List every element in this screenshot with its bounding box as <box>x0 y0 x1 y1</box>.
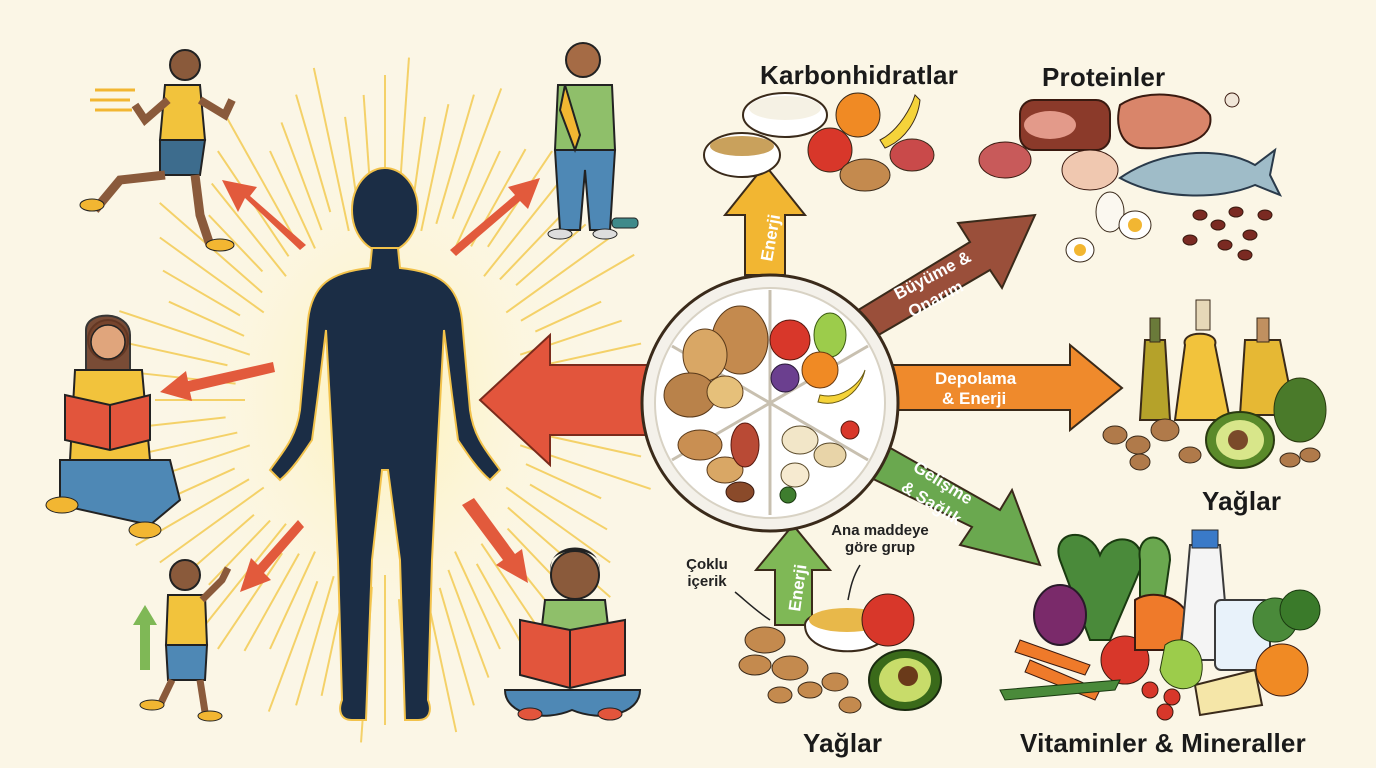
arrow-proteins <box>848 213 1037 342</box>
glow-ray <box>499 214 562 281</box>
arrow-fats <box>884 342 1124 433</box>
plate-tubers <box>677 422 760 503</box>
label-carbohydrates: Karbonhidratlar <box>760 60 959 90</box>
dressing-child-figure <box>547 42 639 240</box>
glow-ray <box>128 342 228 367</box>
carbs-foods <box>703 92 935 192</box>
glow-ray <box>159 486 265 564</box>
glow-ray <box>454 551 501 650</box>
glow-ray <box>534 300 602 333</box>
vitamin-foods <box>999 529 1321 721</box>
glow-ray <box>438 587 475 706</box>
glow-ray <box>529 483 608 531</box>
glow-ray <box>451 88 503 220</box>
plate-to-body-arrow <box>478 332 651 468</box>
group-callout-pointer <box>847 564 861 601</box>
arrow-to-reader-woman <box>160 362 275 401</box>
glow-ray <box>208 519 271 586</box>
glow-ray <box>447 569 490 678</box>
arrow-to-runner <box>222 180 306 250</box>
callout-pointers <box>734 564 861 621</box>
label-fats-right: Yağlar <box>1202 486 1282 516</box>
glow-ray <box>226 117 295 237</box>
runner-figure <box>79 49 236 252</box>
callout-group-line2: göre grup <box>845 539 915 556</box>
glow-ray <box>542 433 642 458</box>
arrow-carbs <box>722 163 808 276</box>
glow-ray <box>119 310 251 356</box>
glow-ray <box>295 94 332 213</box>
glow-ray <box>435 94 475 225</box>
glow-ray <box>243 553 300 652</box>
glow-ray <box>312 67 350 232</box>
arrow-to-dressing-child <box>450 178 540 256</box>
glow-ray <box>505 236 611 314</box>
glow-ray <box>525 463 602 500</box>
glow-ray <box>267 580 319 712</box>
glow-ray <box>295 575 335 706</box>
human-silhouette <box>268 167 502 721</box>
callout-mixed-line1: Çoklu <box>686 556 728 573</box>
glow-ray <box>420 103 450 232</box>
plate-fruits <box>769 312 866 404</box>
mixed-callout-pointer <box>734 591 771 621</box>
glow-ray <box>168 300 245 337</box>
reading-woman-figure <box>45 314 182 539</box>
arrow-to-reading-girl <box>462 498 528 583</box>
arrow-vitamins <box>863 443 1042 567</box>
activity-arrows <box>160 178 540 592</box>
callout-mixed-line2: içerik <box>687 573 727 590</box>
glow-ray <box>210 182 287 277</box>
glow-ray <box>208 214 264 273</box>
nutrient-arrows <box>722 163 1124 626</box>
fats-foods-bottom <box>738 593 942 714</box>
glow-ray <box>520 253 635 322</box>
callout-mixed-content: Çoklu içerik <box>672 556 742 590</box>
glow-ray <box>280 122 323 231</box>
food-plate <box>640 273 900 533</box>
reading-girl-figure <box>503 547 642 721</box>
glow-ray <box>159 236 265 314</box>
glow-ray <box>269 551 316 650</box>
arrow-fats-label-2: & Enerji <box>942 389 1006 408</box>
glow-ray <box>454 150 501 249</box>
label-fats-bottom: Yağlar <box>803 728 883 758</box>
glow-ray <box>505 486 611 564</box>
callout-group-line1: Ana maddeye <box>831 522 929 539</box>
glow-ray <box>217 552 283 650</box>
plate-proteins <box>779 420 860 504</box>
callout-grouped-by-main: Ana maddeye göre grup <box>825 522 935 556</box>
label-proteins: Proteinler <box>1042 62 1166 92</box>
fats-foods-right <box>1102 299 1327 471</box>
small-child-figure <box>133 559 232 722</box>
glow-ray <box>162 269 241 317</box>
plate-grains <box>663 305 769 418</box>
glow-ray <box>269 150 316 249</box>
arrow-to-small-child <box>240 520 304 592</box>
label-vitamins-minerals: Vitaminler & Mineraller <box>1020 728 1306 758</box>
glow-ray <box>411 116 426 204</box>
glow-ray <box>168 467 236 500</box>
glow-ray <box>515 223 587 287</box>
protein-foods <box>978 92 1283 263</box>
arrow-fats-label-1: Depolama <box>935 369 1017 388</box>
